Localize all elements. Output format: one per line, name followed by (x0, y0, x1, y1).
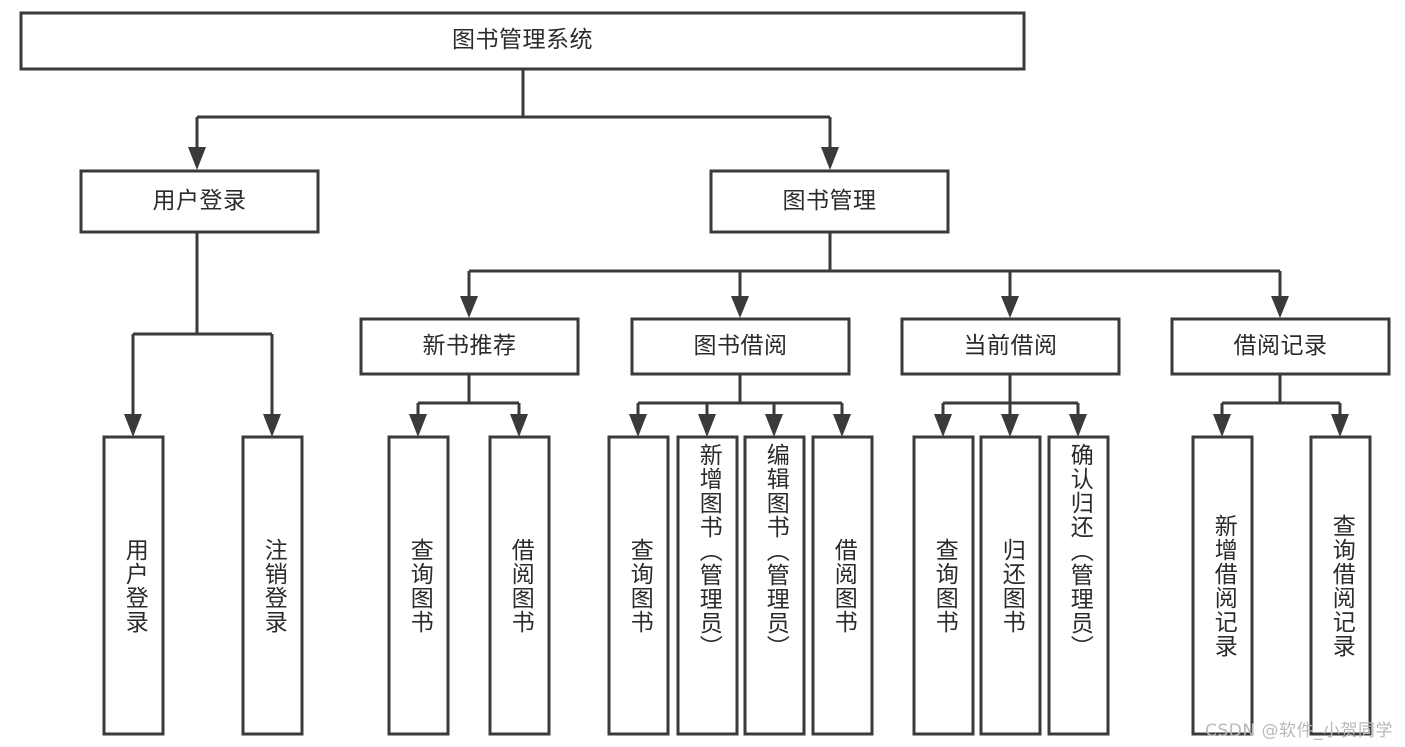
arrow-head-leaf-current-borrow-2 (1001, 414, 1019, 437)
arrow-head-leaf-current-borrow-1 (934, 414, 952, 437)
node-box-book-borrow[interactable] (630, 317, 851, 376)
node-box-leaf-borrow-record-1[interactable] (1191, 435, 1254, 736)
arrow-head-leaf-book-borrow-3 (765, 414, 783, 437)
node-box-leaf-user-login-1[interactable] (102, 435, 165, 736)
node-box-root[interactable] (19, 11, 1026, 71)
node-box-leaf-current-borrow-3[interactable] (1047, 435, 1110, 736)
node-box-leaf-user-login-2[interactable] (241, 435, 304, 736)
arrow-head-book-borrow (731, 296, 749, 318)
arrow-head-leaf-new-book-2 (510, 414, 528, 437)
arrow-head-leaf-borrow-record-1 (1213, 414, 1231, 437)
node-box-leaf-book-borrow-1[interactable] (607, 435, 670, 736)
arrow-head-borrow-record (1271, 296, 1289, 318)
node-box-leaf-borrow-record-2[interactable] (1309, 435, 1372, 736)
node-box-user-login[interactable] (79, 169, 320, 234)
node-box-book-manage[interactable] (709, 169, 950, 234)
arrow-head-new-book-rec (460, 296, 478, 318)
node-box-leaf-new-book-2[interactable] (488, 435, 551, 736)
node-box-leaf-current-borrow-1[interactable] (912, 435, 975, 736)
node-box-leaf-new-book-1[interactable] (387, 435, 450, 736)
arrow-head-leaf-borrow-record-2 (1331, 414, 1349, 437)
arrow-head-leaf-book-borrow-2 (698, 414, 716, 437)
arrow-head-user-login (188, 147, 206, 170)
node-box-leaf-book-borrow-4[interactable] (811, 435, 874, 736)
arrow-head-leaf-book-borrow-4 (833, 414, 851, 437)
arrow-head-leaf-new-book-1 (409, 414, 427, 437)
arrow-head-book-manage (821, 147, 839, 170)
node-box-current-borrow[interactable] (900, 317, 1121, 376)
arrow-head-leaf-user-login-2 (263, 414, 281, 437)
node-box-borrow-record[interactable] (1170, 317, 1391, 376)
arrow-head-leaf-user-login-1 (124, 414, 142, 437)
node-box-leaf-book-borrow-2[interactable] (676, 435, 739, 736)
arrow-head-leaf-current-borrow-3 (1069, 414, 1087, 437)
node-box-new-book-rec[interactable] (359, 317, 580, 376)
node-box-leaf-book-borrow-3[interactable] (743, 435, 806, 736)
arrow-head-leaf-book-borrow-1 (629, 414, 647, 437)
node-box-leaf-current-borrow-2[interactable] (979, 435, 1042, 736)
arrow-head-current-borrow (1001, 296, 1019, 318)
